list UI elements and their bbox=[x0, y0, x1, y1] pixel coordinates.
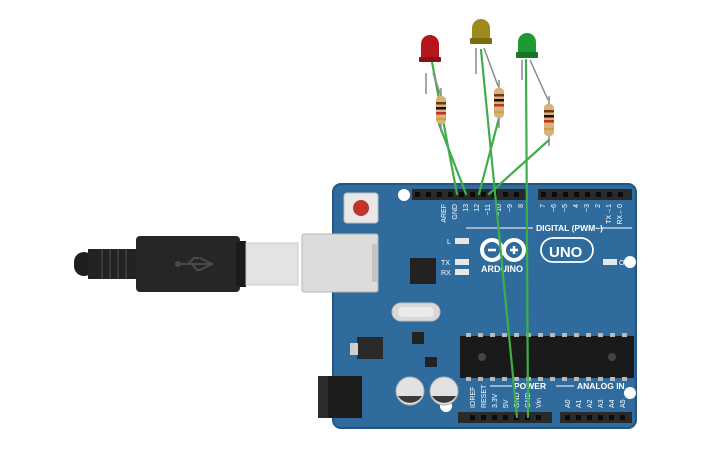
wire-green-cathode-to-gnd[interactable] bbox=[524, 58, 530, 419]
yellow-led[interactable] bbox=[470, 19, 499, 87]
digital-pin-label: 4 bbox=[573, 204, 580, 208]
analog-pin-label: A3 bbox=[598, 399, 605, 408]
crystal-oscillator bbox=[391, 302, 441, 322]
analog-header bbox=[560, 412, 632, 423]
analog-header-label: ANALOG IN bbox=[577, 381, 625, 391]
l-led-label: L bbox=[447, 239, 451, 246]
wire-yellow-led-to-pin12[interactable] bbox=[477, 116, 501, 196]
digital-pin-label: ~5 bbox=[562, 204, 569, 212]
on-led-label: ON bbox=[619, 260, 630, 267]
power-pin-label: Vin bbox=[536, 398, 543, 408]
mounting-hole bbox=[624, 256, 636, 268]
atmega-chip bbox=[460, 333, 634, 381]
wire-green-led-to-pin11[interactable] bbox=[487, 138, 551, 196]
digital-pin-label: ~3 bbox=[584, 204, 591, 212]
mounting-hole bbox=[398, 189, 410, 201]
tx-led-label: TX bbox=[441, 260, 450, 267]
resistor-yellow[interactable] bbox=[494, 80, 504, 128]
digital-pin-label: ~6 bbox=[551, 204, 558, 212]
power-pin-label: IOREF bbox=[470, 387, 477, 408]
l-led bbox=[455, 238, 469, 244]
rx-led-label: RX bbox=[441, 270, 451, 277]
red-led[interactable] bbox=[419, 35, 442, 97]
power-pin-label: GND bbox=[514, 392, 521, 408]
digital-pin-label: 2 bbox=[595, 204, 602, 208]
wire-yellow-cathode-to-gnd[interactable] bbox=[479, 48, 519, 419]
model-badge bbox=[540, 237, 594, 263]
digital-pin-label: 7 bbox=[540, 204, 547, 208]
mounting-hole bbox=[624, 387, 636, 399]
model-label: UNO bbox=[549, 244, 583, 261]
digital-pin-label: TX→1 bbox=[606, 204, 613, 224]
capacitor bbox=[395, 376, 425, 406]
digital-pin-label: 13 bbox=[463, 204, 470, 212]
analog-pin-label: A4 bbox=[609, 399, 616, 408]
usb-cable[interactable] bbox=[74, 236, 299, 292]
analog-pin-label: A2 bbox=[587, 399, 594, 408]
digital-pin-label: ~10 bbox=[496, 204, 503, 216]
power-header-label: POWER bbox=[514, 381, 546, 391]
usb-icon bbox=[175, 257, 215, 271]
resistor-green[interactable] bbox=[544, 96, 554, 146]
digital-pin-label: AREF bbox=[441, 204, 448, 223]
arduino-infinity-icon bbox=[480, 238, 526, 262]
digital-pin-label: 8 bbox=[518, 204, 525, 208]
capacitor bbox=[429, 376, 459, 406]
rx-led bbox=[455, 269, 469, 275]
analog-pin-label: A0 bbox=[565, 399, 572, 408]
digital-header-label: DIGITAL (PWM~) bbox=[536, 223, 603, 233]
digital-pin-label: ~9 bbox=[507, 204, 514, 212]
green-led[interactable] bbox=[516, 33, 549, 101]
digital-pin-label: 12 bbox=[474, 204, 481, 212]
analog-pin-label: A5 bbox=[620, 399, 627, 408]
tx-led bbox=[455, 259, 469, 265]
digital-pin-label: GND bbox=[452, 204, 459, 220]
power-header bbox=[458, 412, 552, 423]
power-pin-label: 3.3V bbox=[492, 393, 499, 408]
digital-pin-label: ~11 bbox=[485, 204, 492, 215]
on-led bbox=[603, 259, 617, 265]
usb-port[interactable] bbox=[301, 233, 379, 293]
power-pin-label: RESET bbox=[481, 384, 488, 408]
voltage-regulator bbox=[357, 337, 383, 359]
wire-red-led-to-pin13[interactable] bbox=[437, 122, 468, 196]
analog-pin-label: A1 bbox=[576, 399, 583, 408]
digital-pin-label: RX←0 bbox=[617, 204, 624, 225]
reset-button[interactable] bbox=[343, 192, 379, 224]
power-jack[interactable] bbox=[318, 376, 362, 418]
digital-header bbox=[412, 189, 632, 200]
power-pin-label: 5V bbox=[503, 399, 510, 408]
resistor-red[interactable] bbox=[436, 88, 446, 132]
usb-chip bbox=[410, 258, 436, 284]
